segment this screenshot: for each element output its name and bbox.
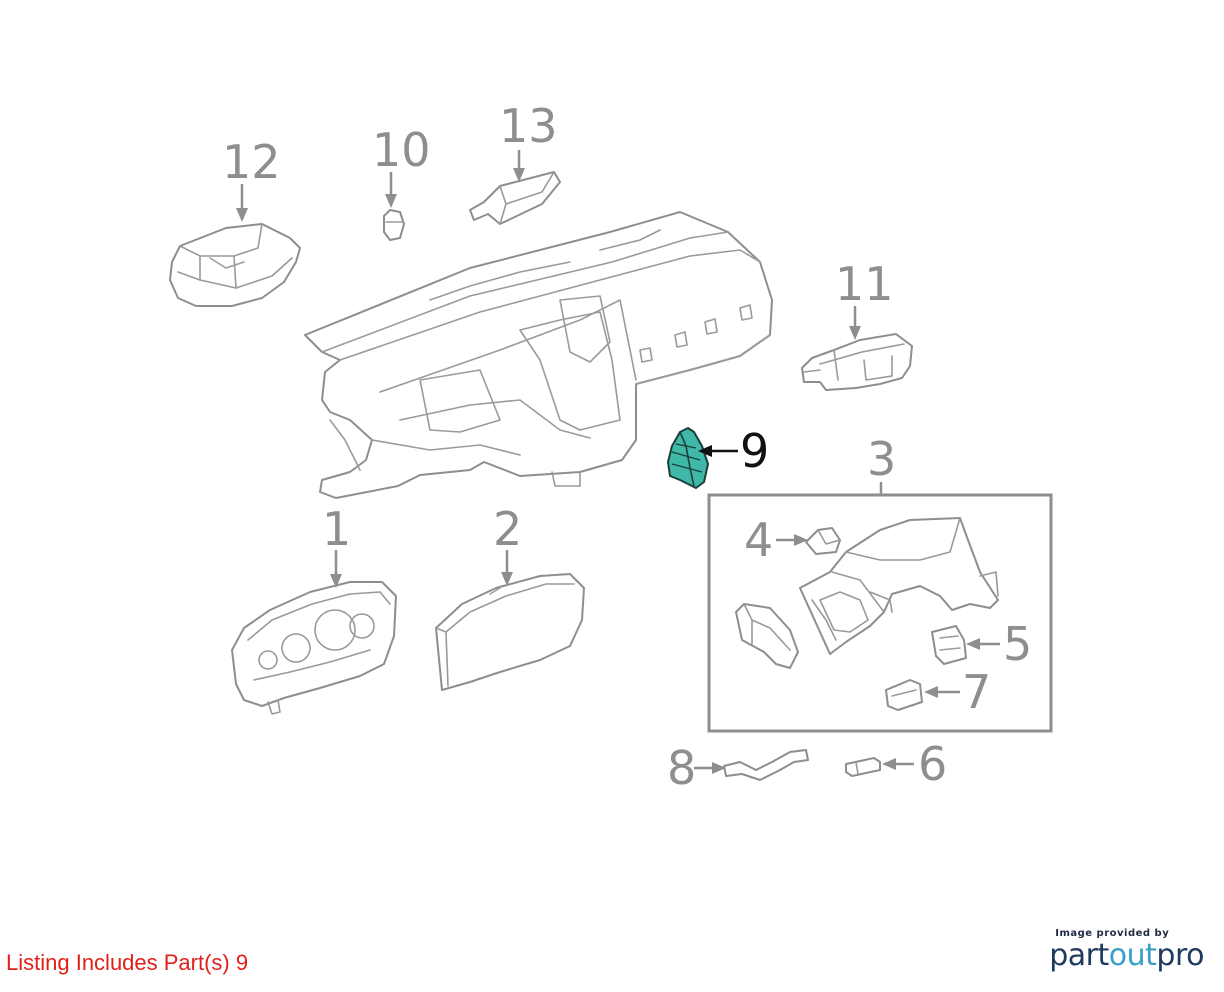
- callout-8: 8: [667, 741, 696, 795]
- logo-out: out: [1108, 938, 1157, 973]
- callout-4: 4: [744, 513, 773, 567]
- callout-7: 7: [962, 665, 991, 719]
- part-6-bulb: [845, 757, 881, 777]
- callout-11: 11: [835, 257, 894, 311]
- part-13-bracket: [469, 171, 561, 225]
- callout-10: 10: [372, 123, 431, 177]
- logo-pro: pro: [1156, 938, 1204, 973]
- part-11-switch-panel: [801, 333, 913, 391]
- listing-note: Listing Includes Part(s) 9: [6, 950, 249, 975]
- callout-3: 3: [867, 432, 896, 486]
- part-10-knob: [383, 209, 405, 241]
- part-2-cluster-lens: [435, 573, 585, 691]
- part-8-hose: [723, 749, 809, 781]
- callout-2: 2: [493, 502, 522, 556]
- provider-credit: Image provided by partoutpro: [1049, 928, 1204, 973]
- callout-numbers: 12 10 13 11 9 3 1 2 4 5 7 8 6: [222, 99, 1032, 795]
- part-3-console-bezel: [799, 517, 999, 655]
- part-4-clip: [805, 527, 841, 555]
- callout-13: 13: [499, 99, 558, 153]
- part-7-switch: [885, 679, 923, 711]
- part-1-instrument-cluster: [231, 581, 397, 715]
- callout-arrows: [236, 150, 1000, 774]
- part-3-sub-bracket: [735, 603, 799, 669]
- part-9-highlighted-switch: [667, 427, 709, 489]
- instrument-panel-part: [304, 211, 773, 499]
- provider-caption: Image provided by: [1055, 928, 1170, 939]
- part-5-switch: [931, 625, 967, 665]
- callout-6: 6: [918, 737, 947, 791]
- logo-part: part: [1049, 938, 1109, 973]
- callout-5: 5: [1003, 617, 1032, 671]
- callout-9: 9: [740, 424, 769, 478]
- callout-12: 12: [222, 135, 281, 189]
- partoutpro-logo: partoutpro: [1049, 939, 1204, 973]
- part-12-module: [169, 223, 301, 307]
- callout-1: 1: [322, 502, 351, 556]
